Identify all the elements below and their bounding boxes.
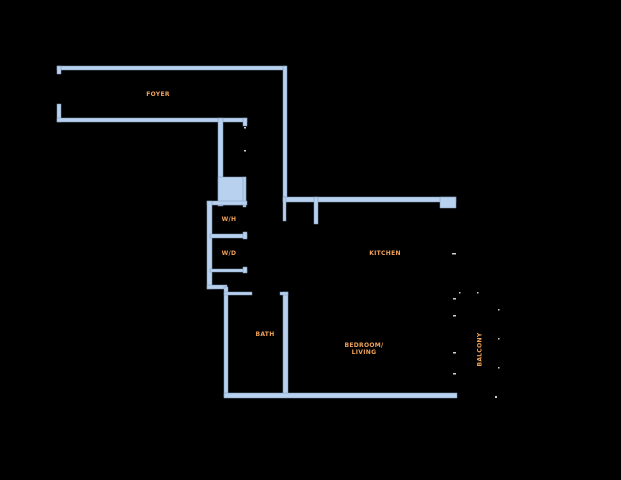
balcony-dot xyxy=(498,367,500,369)
wh-fill xyxy=(217,176,247,206)
kitchen-left-stub xyxy=(282,196,287,222)
window-mark xyxy=(453,373,456,375)
balcony-dot xyxy=(495,396,497,398)
kitchen-inner-stub xyxy=(313,196,319,225)
balcony-dot xyxy=(498,309,500,311)
closet-left-wall xyxy=(217,117,224,207)
balcony-dot xyxy=(477,292,479,294)
wd-bottom-wall xyxy=(209,268,248,273)
bath-door-stub xyxy=(279,291,289,296)
bath-right-wall xyxy=(282,291,289,396)
kitchen-corner xyxy=(439,196,457,209)
room-label-bedroom-living: BEDROOM/ LIVING xyxy=(344,342,384,356)
room-label-wd: W/D xyxy=(221,250,237,257)
room-label-foyer: FOYER xyxy=(146,91,170,98)
window-mark xyxy=(452,253,456,255)
wh-right-wall xyxy=(242,176,247,208)
room-label-kitchen: KITCHEN xyxy=(369,250,401,257)
foyer-top-wall xyxy=(56,65,287,71)
closet-mark xyxy=(244,127,246,129)
wh-wd-divider xyxy=(209,233,248,239)
window-mark xyxy=(453,298,456,300)
bath-top-wall xyxy=(223,291,253,296)
wh-top-wall xyxy=(206,200,248,206)
bath-left-wall xyxy=(223,286,229,398)
closet-stub xyxy=(242,117,248,127)
room-label-wh: W/H xyxy=(221,216,237,223)
room-label-balcony: BALCONY xyxy=(476,332,484,367)
room-label-bath: BATH xyxy=(255,331,275,338)
kitchen-top-wall xyxy=(282,196,457,203)
wd-door-stub xyxy=(242,231,248,240)
balcony-dot xyxy=(498,338,500,340)
balcony-dot xyxy=(459,292,461,294)
foyer-right-wall xyxy=(282,65,288,203)
foyer-left-wall-upper xyxy=(56,65,62,75)
laundry-left-wall xyxy=(206,200,213,290)
bottom-wall xyxy=(223,392,458,399)
window-mark xyxy=(453,315,456,317)
closet-mark xyxy=(244,150,246,152)
wd-door-stub-2 xyxy=(242,266,248,274)
window-mark xyxy=(453,352,456,354)
